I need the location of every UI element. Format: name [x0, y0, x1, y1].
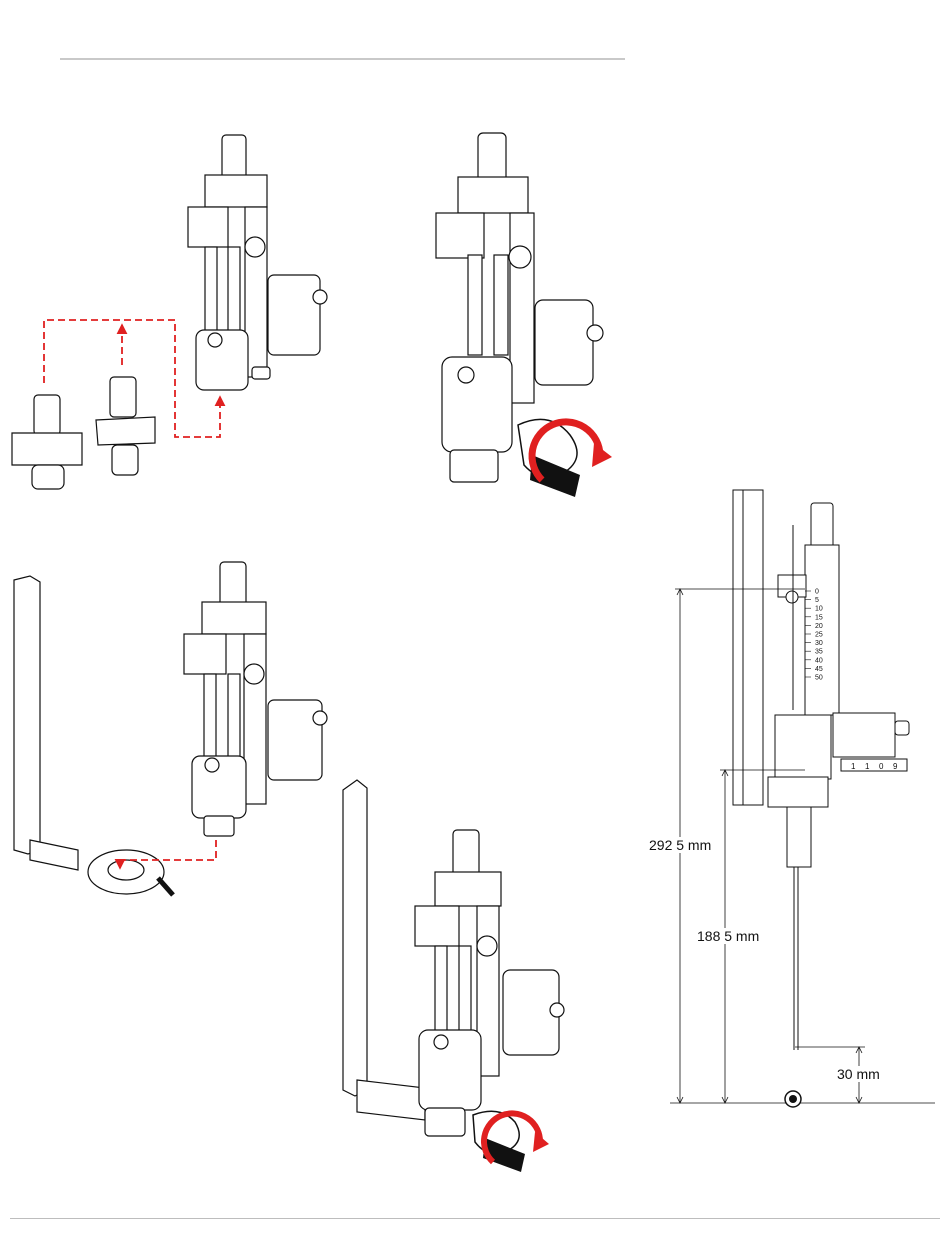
- scale-label: 5: [815, 597, 819, 604]
- micrometer-body: [768, 503, 909, 1050]
- figure-tighten-nozzle: [420, 125, 620, 505]
- stand-column: [733, 490, 763, 805]
- wrench-hand-icon: [473, 1111, 549, 1172]
- tip-clearance-label: 30 mm: [835, 1066, 882, 1082]
- header-divider: [60, 58, 625, 60]
- figure-mount-stand: [8, 560, 338, 920]
- scale-label: 0: [815, 589, 819, 596]
- total-height-label: 292 5 mm: [647, 837, 713, 853]
- nozzle-part-large: [12, 395, 82, 489]
- scale-label: 40: [815, 657, 823, 664]
- figure-attach-nozzle: [0, 125, 340, 505]
- vernier-digit: 0: [879, 762, 884, 771]
- vernier-digit: 9: [893, 762, 898, 771]
- stand-arm: [343, 780, 425, 1120]
- dispenser-unit: [184, 562, 327, 836]
- figure-tighten-on-stand: [335, 770, 570, 1190]
- footer-divider: [10, 1218, 940, 1219]
- scale-label: 25: [815, 632, 823, 639]
- scale-label: 20: [815, 623, 823, 630]
- scale-label: 35: [815, 649, 823, 656]
- scale-label: 15: [815, 614, 823, 621]
- vernier-digit: 1: [851, 762, 856, 771]
- dispenser-unit: [415, 830, 564, 1136]
- vernier-digit: 1: [865, 762, 870, 771]
- wrench-hand-icon: [518, 419, 612, 497]
- scale-label: 10: [815, 606, 823, 613]
- scale-label: 30: [815, 640, 823, 647]
- target-marker: [785, 1091, 801, 1107]
- scale-label: 50: [815, 675, 823, 682]
- nozzle-part-small: [96, 377, 155, 475]
- scale-label: 45: [815, 666, 823, 673]
- column-height-label: 188 5 mm: [695, 928, 761, 944]
- dispenser-unit: [188, 135, 327, 390]
- stand-arm: [14, 576, 173, 895]
